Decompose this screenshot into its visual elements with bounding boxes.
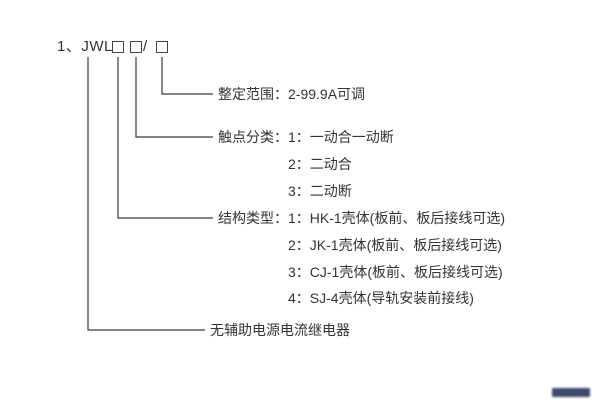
setting-range-label: 整定范围：2-99.9A可调 xyxy=(218,86,366,102)
model-code-box-range xyxy=(156,41,168,53)
contact-class-option-3: 3：二动断 xyxy=(288,183,352,199)
contact-class-option-2: 2：二动合 xyxy=(288,156,352,172)
structure-type-label: 结构类型：1：HK-1壳体(板前、板后接线可选) xyxy=(218,210,506,226)
structure-type-option-4: 4：SJ-4壳体(导轨安装前接线) xyxy=(288,290,474,306)
product-name-label: 无辅助电源电流继电器 xyxy=(210,322,350,338)
line-structure-type xyxy=(117,57,213,219)
line-setting-range xyxy=(161,57,213,95)
model-code-slash: / xyxy=(143,38,148,55)
line-product-name xyxy=(87,57,205,331)
contact-class-label: 触点分类：1：一动合一动断 xyxy=(218,129,394,145)
model-code-box-contact xyxy=(130,41,142,53)
model-code-box-structure xyxy=(112,41,124,53)
structure-type-option-2: 2：JK-1壳体(板前、板后接线可选) xyxy=(288,237,502,253)
structure-type-option-3: 3：CJ-1壳体(板前、板后接线可选) xyxy=(288,264,503,280)
model-prefix: 1、JWL - xyxy=(57,38,123,55)
line-contact-class xyxy=(135,57,213,138)
watermark xyxy=(552,388,590,397)
